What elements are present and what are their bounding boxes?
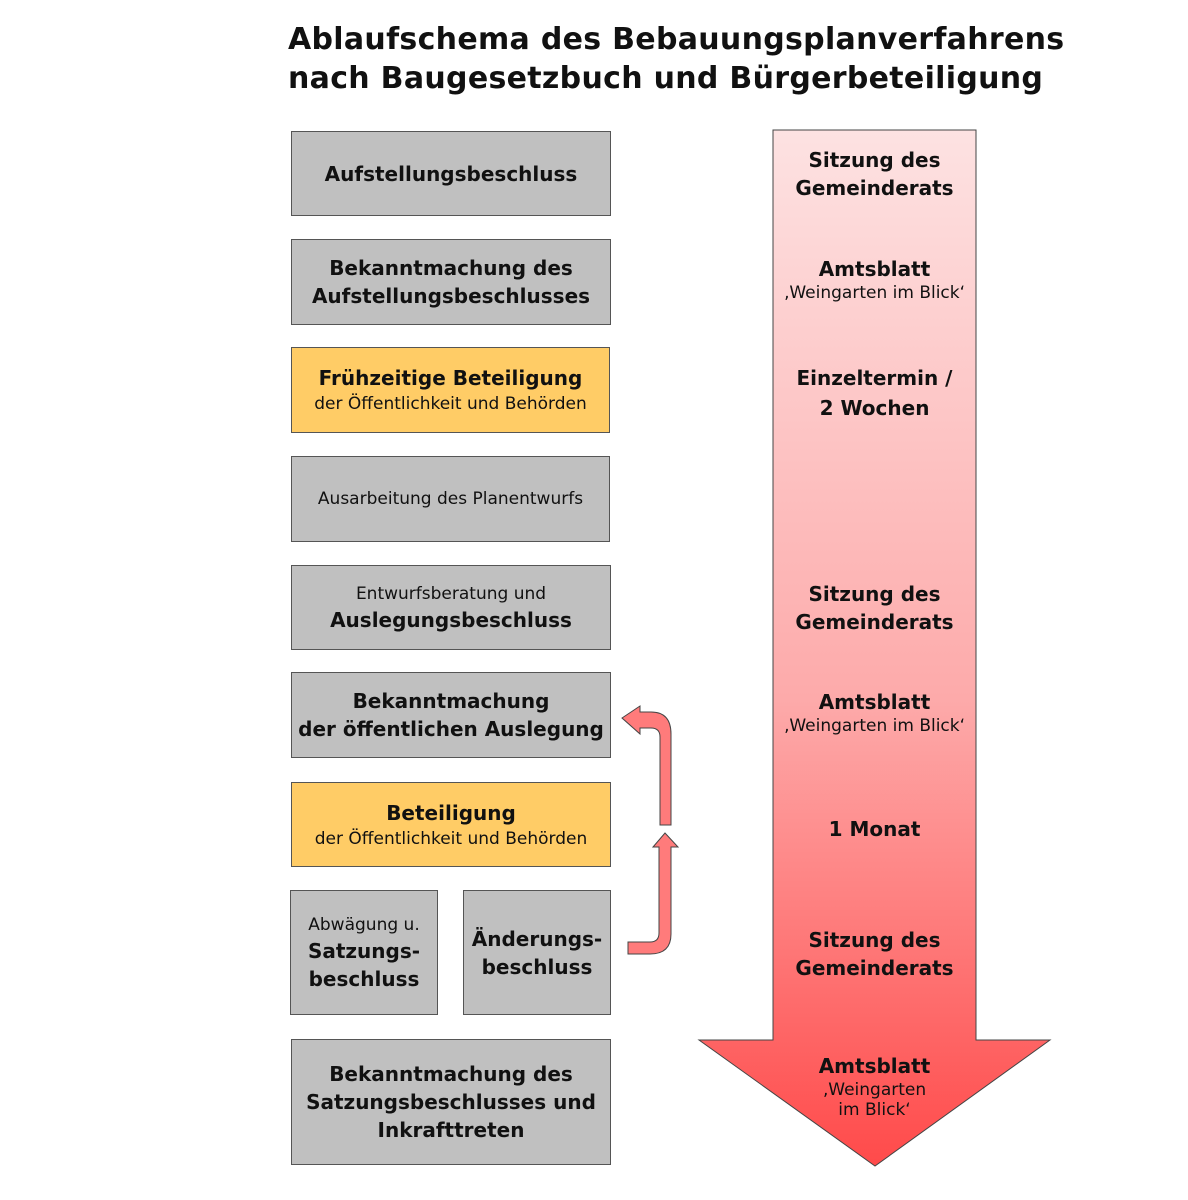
- timeline-text: Einzeltermin /: [796, 366, 953, 390]
- timeline-label: Einzeltermin / 2 Wochen: [773, 363, 976, 423]
- timeline-label: Amtsblatt‚Weingarten im Blick‘: [773, 255, 976, 303]
- step-text: der Öffentlichkeit und Behörden: [314, 828, 588, 849]
- step-text: Ausarbeitung des Planentwurfs: [317, 489, 584, 509]
- timeline-text: Gemeinderats: [795, 610, 954, 634]
- timeline-text: Amtsblatt: [818, 1054, 931, 1078]
- timeline-text: ‚Weingarten im Blick‘: [783, 716, 966, 736]
- timeline-text: Sitzung des: [808, 148, 941, 172]
- step-text: Aufstellungsbeschlusses: [311, 284, 591, 308]
- step-text: beschluss: [481, 954, 593, 979]
- timeline-text: Sitzung des: [808, 928, 941, 952]
- timeline-text: Amtsblatt: [818, 690, 931, 714]
- loop-arrow-up: [627, 832, 680, 955]
- timeline-text: Amtsblatt: [818, 257, 931, 281]
- step-text: Entwurfsberatung und: [355, 583, 547, 604]
- step-text: Auslegungsbeschluss: [330, 607, 572, 632]
- title-line: Ablaufschema des Bebauungsplanverfahrens: [288, 22, 1065, 57]
- timeline-arrow: [697, 129, 1052, 1167]
- step-text: Satzungsbeschlusses und: [306, 1090, 596, 1114]
- process-step-box: Aufstellungsbeschluss: [291, 131, 611, 216]
- timeline-label: 1 Monat: [773, 815, 976, 843]
- step-text: Aufstellungsbeschluss: [324, 161, 578, 186]
- step-text: Abwägung u.: [308, 914, 420, 935]
- step-text: Inkrafttreten: [377, 1118, 525, 1142]
- loop-arrow-up-left: [621, 705, 672, 826]
- title-line: nach Baugesetzbuch und Bürgerbeteiligung: [288, 61, 1044, 96]
- step-text: Frühzeitige Beteiligung: [318, 366, 583, 390]
- process-step-box: Abwägung u. Satzungs-beschluss: [290, 890, 438, 1015]
- timeline-text: 1 Monat: [828, 817, 921, 841]
- process-step-box: Ausarbeitung des Planentwurfs: [291, 456, 610, 542]
- step-text: Bekanntmachung des: [329, 1062, 573, 1086]
- process-step-box: Beteiligung der Öffentlichkeit und Behörd…: [291, 782, 611, 867]
- timeline-label: Amtsblatt‚Weingarten im Blick‘: [773, 688, 976, 736]
- step-text: Beteiligung: [386, 800, 516, 825]
- process-step-box: Frühzeitige Beteiligung der Öffentlichkei…: [291, 347, 610, 433]
- timeline-text: Sitzung des: [808, 582, 941, 606]
- timeline-text: Gemeinderats: [795, 176, 954, 200]
- timeline-text: ‚Weingarten im Blick‘: [783, 283, 966, 303]
- timeline-text: 2 Wochen: [819, 396, 930, 420]
- step-text: der Öffentlichkeit und Behörden: [314, 394, 587, 414]
- timeline-text: im Blick‘: [838, 1100, 911, 1120]
- process-step-box: Änderungs-beschluss: [463, 890, 611, 1015]
- diagram-title: Ablaufschema des Bebauungsplanverfahrens…: [288, 20, 1064, 98]
- step-text: beschluss: [308, 966, 420, 991]
- step-text: Bekanntmachung des: [329, 256, 573, 280]
- timeline-text: Gemeinderats: [795, 956, 954, 980]
- timeline-text: ‚Weingarten: [822, 1080, 927, 1100]
- step-text: Bekanntmachung: [352, 689, 550, 713]
- step-text: Satzungs-: [307, 938, 421, 963]
- step-text: Änderungs-: [471, 926, 603, 951]
- step-text: der öffentlichen Auslegung: [298, 717, 604, 741]
- process-step-box: Bekanntmachung der öffentlichen Auslegung: [291, 672, 611, 758]
